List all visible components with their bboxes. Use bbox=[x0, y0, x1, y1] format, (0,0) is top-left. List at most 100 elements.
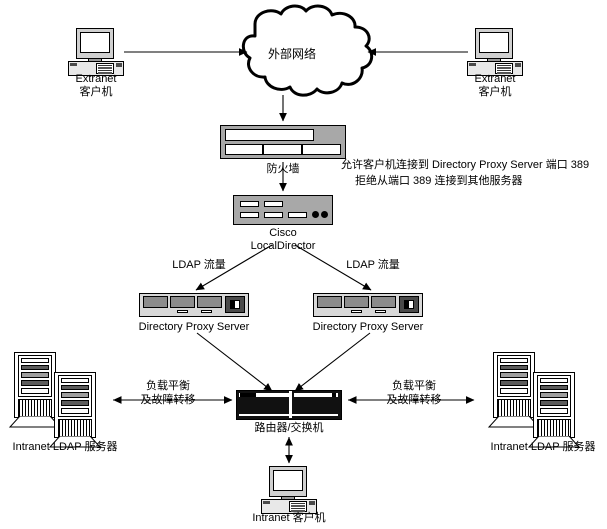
intranet-ldap-servers-left-label: Intranet LDAP 服务器 bbox=[12, 441, 118, 453]
tower-drive-4 bbox=[61, 400, 89, 406]
tower-drive-3 bbox=[540, 392, 568, 398]
label-line-1: 负载平衡 bbox=[392, 380, 436, 392]
extranet-client-left-label: Extranet 客户机 bbox=[46, 73, 146, 99]
cloud-label: 外部网络 bbox=[268, 47, 317, 61]
policy-line-deny: 拒绝从端口 389 连接到其他服务器 bbox=[355, 175, 523, 187]
localdirector-led-2 bbox=[321, 211, 328, 218]
tower-drive-1 bbox=[21, 358, 49, 363]
directory-proxy-server-left[interactable] bbox=[139, 293, 249, 317]
switch-divider bbox=[289, 391, 292, 418]
tower-drive-2 bbox=[500, 365, 528, 370]
tower-drive-4 bbox=[500, 380, 528, 386]
switch-right-port-bar bbox=[294, 393, 338, 397]
localdirector-slot-5 bbox=[288, 212, 307, 218]
firewall-display-bar bbox=[225, 129, 314, 141]
policy-line-allow: 允许客户机连接到 Directory Proxy Server 端口 389 bbox=[341, 159, 590, 171]
tower-drive-3 bbox=[21, 372, 49, 378]
intranet-ldap-servers-right[interactable] bbox=[485, 352, 589, 448]
switch-bottom-rail bbox=[239, 414, 338, 416]
failover-label-left: 负载平衡 及故障转移 bbox=[108, 379, 228, 407]
firewall-cell-2 bbox=[263, 144, 302, 155]
tower-server-back bbox=[485, 352, 541, 428]
monitor-screen bbox=[80, 32, 110, 53]
drive-bays bbox=[495, 63, 513, 74]
edge-localdirector-to-proxy-right bbox=[294, 244, 372, 291]
directory-proxy-server-right-label: Directory Proxy Server bbox=[312, 321, 424, 333]
firewall-cell-1 bbox=[225, 144, 263, 155]
tower-drive-1 bbox=[500, 358, 528, 363]
edge-localdirector-to-proxy-left bbox=[195, 244, 273, 291]
firewall-label: 防火墙 bbox=[266, 163, 300, 175]
tower-drive-1 bbox=[540, 378, 568, 383]
tower-drive-2 bbox=[21, 365, 49, 370]
edge-proxy-right-to-router bbox=[294, 332, 371, 392]
intranet-client-node[interactable] bbox=[261, 466, 317, 514]
tower-drive-5 bbox=[540, 408, 568, 414]
switch-led-right bbox=[332, 393, 336, 397]
rack-bay-2 bbox=[170, 296, 195, 308]
rack-panel-led bbox=[230, 300, 240, 309]
label-line-2: LocalDirector bbox=[250, 240, 316, 252]
label-line-2: 及故障转移 bbox=[140, 394, 196, 406]
label-line-2: 及故障转移 bbox=[386, 394, 442, 406]
monitor-screen bbox=[273, 470, 303, 491]
localdirector-chassis bbox=[233, 195, 333, 225]
rack-bay-2 bbox=[344, 296, 369, 308]
label-line-2: 客户机 bbox=[478, 86, 512, 98]
router-switch-node[interactable] bbox=[236, 390, 342, 420]
rack-tab-1 bbox=[177, 310, 188, 313]
rack-bay-1 bbox=[317, 296, 342, 308]
edge-proxy-left-to-router bbox=[196, 332, 273, 392]
localdirector-node[interactable] bbox=[233, 195, 333, 225]
intranet-client-label: Intranet 客户机 bbox=[252, 512, 326, 524]
monitor-screen bbox=[479, 32, 509, 53]
case-vent-right bbox=[309, 501, 315, 505]
label-line-1: 负载平衡 bbox=[146, 380, 190, 392]
label-line-2: 客户机 bbox=[79, 86, 113, 98]
intranet-ldap-servers-right-label: Intranet LDAP 服务器 bbox=[490, 441, 596, 453]
router-switch-label: 路由器/交换机 bbox=[254, 422, 324, 434]
extranet-client-right-label: Extranet 客户机 bbox=[445, 73, 545, 99]
tower-vent-grille bbox=[537, 419, 571, 437]
rack-bay-3 bbox=[197, 296, 222, 308]
switch-left-port-bar bbox=[239, 393, 289, 397]
tower-drive-5 bbox=[500, 388, 528, 394]
monitor-stand bbox=[88, 59, 102, 62]
rack-bay-1 bbox=[143, 296, 168, 308]
tower-drive-5 bbox=[21, 388, 49, 394]
intranet-ldap-servers-left[interactable] bbox=[6, 352, 110, 448]
label-line-1: Extranet bbox=[75, 73, 117, 85]
localdirector-slot-1 bbox=[240, 201, 259, 207]
ldap-traffic-label-left: LDAP 流量 bbox=[172, 259, 226, 271]
monitor-stand bbox=[487, 59, 501, 62]
localdirector-led-1 bbox=[312, 211, 319, 218]
tower-server-front bbox=[525, 372, 581, 448]
directory-proxy-server-right[interactable] bbox=[313, 293, 423, 317]
switch-led-strip bbox=[240, 393, 256, 397]
case-vent-left bbox=[263, 501, 270, 504]
drive-bays bbox=[289, 501, 307, 512]
extranet-client-right[interactable] bbox=[467, 28, 523, 76]
monitor-stand bbox=[281, 497, 295, 500]
localdirector-slot-3 bbox=[240, 212, 259, 218]
rack-bay-3 bbox=[371, 296, 396, 308]
label-line-1: Cisco bbox=[269, 227, 297, 239]
firewall-node[interactable] bbox=[220, 125, 346, 159]
rack-panel-led bbox=[404, 300, 414, 309]
case-vent-right bbox=[515, 63, 521, 67]
rack-tab-1 bbox=[351, 310, 362, 313]
case-vent-right bbox=[116, 63, 122, 67]
cloud-icon bbox=[241, 4, 374, 97]
tower-drive-4 bbox=[540, 400, 568, 406]
firewall-cell-3 bbox=[302, 144, 341, 155]
tower-drive-4 bbox=[21, 380, 49, 386]
tower-drive-2 bbox=[61, 385, 89, 390]
rack-tab-2 bbox=[201, 310, 212, 313]
localdirector-label: Cisco LocalDirector bbox=[233, 227, 333, 253]
localdirector-slot-2 bbox=[264, 201, 283, 207]
drive-bays bbox=[96, 63, 114, 74]
extranet-client-left[interactable] bbox=[68, 28, 124, 76]
tower-drive-3 bbox=[500, 372, 528, 378]
failover-label-right: 负载平衡 及故障转移 bbox=[354, 379, 474, 407]
